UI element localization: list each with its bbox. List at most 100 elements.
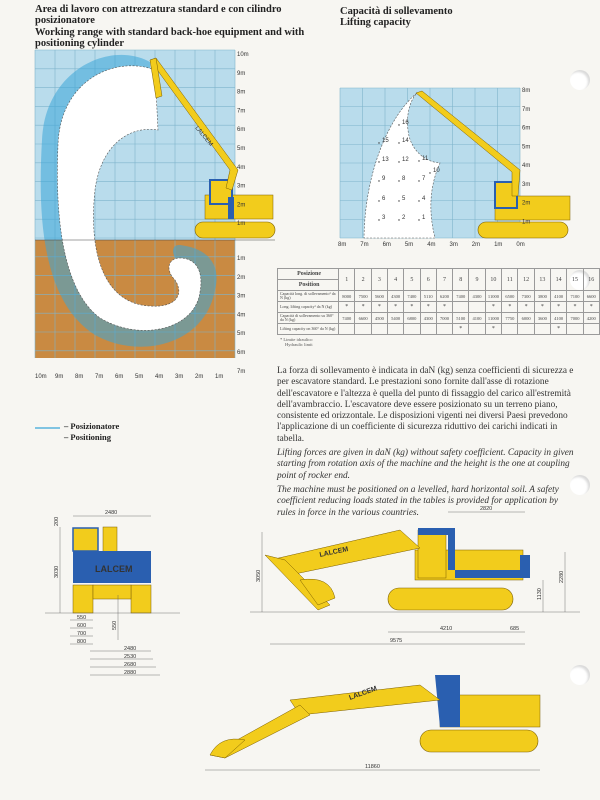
table-position-13: 13 [533, 268, 552, 291]
capacity-value: 11000 [484, 312, 503, 324]
row2-label-it: Capacità di sollevamento su 360° da N (k… [276, 312, 340, 324]
capacity-value: 5110 [419, 290, 437, 302]
dim-overhang: 685 [510, 626, 519, 632]
lifting-height-tick-label: 1m [522, 219, 530, 225]
height-tick-label: 4m [237, 165, 245, 171]
dim-front-width: 2480 [105, 510, 117, 516]
dim-side-height: 3050 [256, 570, 262, 582]
lifting-point-label: 2 [402, 215, 406, 221]
dim-cab-height: 2280 [559, 571, 565, 583]
transport-view-drawing: LALCEM 11860 [205, 675, 541, 771]
capacity-value: 4300 [386, 290, 405, 302]
dim-track-width: 2680 [124, 662, 136, 668]
hydraulic-limit-mark [403, 323, 421, 335]
hydraulic-limit-mark [370, 323, 388, 335]
hydraulic-limit-mark [517, 323, 535, 335]
table-note-it: * Limite idraulico [280, 337, 313, 342]
dim-length: 9575 [390, 638, 402, 644]
capacity-value: 4200 [582, 312, 600, 324]
hydraulic-limit-mark [468, 301, 486, 313]
front-brand-logo: LALCEM [95, 564, 133, 574]
hydraulic-limit-mark [435, 323, 454, 335]
capacity-value: 7100 [566, 290, 584, 302]
dim-shoe: 550 [77, 615, 86, 621]
binder-hole [570, 475, 590, 495]
height-tick-label: 2m [237, 202, 245, 208]
lifting-reach-tick-label: 3m [450, 242, 458, 248]
lifting-point-marker [398, 161, 400, 163]
lifting-point-marker [398, 180, 400, 182]
capacity-value: 7000 [566, 312, 584, 324]
capacity-value: 8000 [338, 290, 356, 302]
capacity-value: 7400 [403, 290, 421, 302]
hydraulic-limit-mark: * [435, 301, 454, 313]
lifting-point-marker [398, 200, 400, 202]
lifting-point-label: 1 [422, 215, 426, 221]
hydraulic-limit-mark [419, 323, 437, 335]
lifting-point-label: 13 [382, 157, 389, 163]
lifting-reach-tick-label: 7m [360, 242, 368, 248]
table-position-11: 11 [501, 268, 519, 291]
working-range-title-en: Working range with standard back-hoe equ… [35, 27, 305, 49]
reach-tick-label: 5m [135, 374, 143, 380]
capacity-value: 11000 [484, 290, 503, 302]
capacity-value: 6600 [582, 290, 600, 302]
dim-cab-top: 200 [54, 517, 60, 526]
lifting-reach-tick-label: 8m [338, 242, 346, 248]
reach-tick-label: 2m [195, 374, 203, 380]
hydraulic-limit-mark: * [517, 301, 535, 313]
hydraulic-limit-mark: * [338, 301, 356, 313]
hydraulic-limit-mark [354, 323, 372, 335]
lifting-height-tick-label: 8m [522, 88, 530, 94]
hydraulic-limit-mark: * [484, 323, 503, 335]
hydraulic-limit-mark: * [386, 301, 405, 313]
hydraulic-limit-mark: * [533, 301, 552, 313]
capacity-value: 6500 [501, 290, 519, 302]
table-header-it: Posizione [276, 268, 340, 280]
lifting-title-en: Lifting capacity [340, 17, 411, 28]
height-tick-label: 1m [237, 221, 245, 227]
table-position-10: 10 [484, 268, 503, 291]
description: La forza di sollevamento è indicata in d… [277, 366, 577, 519]
lifting-point-marker [429, 172, 431, 174]
lifting-point-label: 7 [422, 176, 426, 182]
lifting-point-label: 4 [422, 196, 426, 202]
lifting-point-marker [418, 219, 420, 221]
legend-label-en: – Positioning [64, 432, 111, 442]
lifting-point-marker [418, 200, 420, 202]
hydraulic-limit-mark: * [403, 301, 421, 313]
lifting-heading: Capacità di sollevamento Lifting capacit… [340, 6, 453, 28]
table-position-1: 1 [338, 268, 356, 291]
description-en-2: The machine must be positioned on a leve… [277, 484, 559, 518]
description-it: La forza di sollevamento è indicata in d… [277, 366, 574, 444]
table-position-6: 6 [419, 268, 437, 291]
row2-label-en: Lifting capacity on 360° da N (kg) [276, 323, 340, 335]
reach-tick-label: 8m [75, 374, 83, 380]
dim-transport-length: 11860 [365, 764, 380, 770]
dim-track-width: 2880 [124, 670, 136, 676]
hydraulic-limit-mark [533, 323, 552, 335]
hydraulic-limit-mark: * [370, 301, 388, 313]
hydraulic-limit-mark [501, 323, 519, 335]
lifting-point-label: 5 [402, 196, 406, 202]
legend: – Posizionatore – Positioning [64, 421, 119, 443]
height-tick-label: 9m [237, 71, 245, 77]
reach-tick-label: 6m [115, 374, 123, 380]
hydraulic-limit-mark: * [582, 301, 600, 313]
lifting-reach-tick-label: 0m [516, 242, 524, 248]
capacity-value: 3600 [533, 312, 552, 324]
hydraulic-limit-mark: * [452, 323, 470, 335]
reach-tick-label: 9m [55, 374, 63, 380]
hydraulic-limit-mark: * [419, 301, 437, 313]
dim-shoe: 700 [77, 631, 86, 637]
capacity-value: 7400 [452, 290, 470, 302]
capacity-value: 7300 [517, 290, 535, 302]
height-tick-label: 7m [237, 108, 245, 114]
depth-tick-label: 4m [237, 312, 245, 318]
lifting-point-marker [378, 142, 380, 144]
dim-tail: 2820 [480, 506, 492, 512]
working-envelope [57, 65, 202, 331]
